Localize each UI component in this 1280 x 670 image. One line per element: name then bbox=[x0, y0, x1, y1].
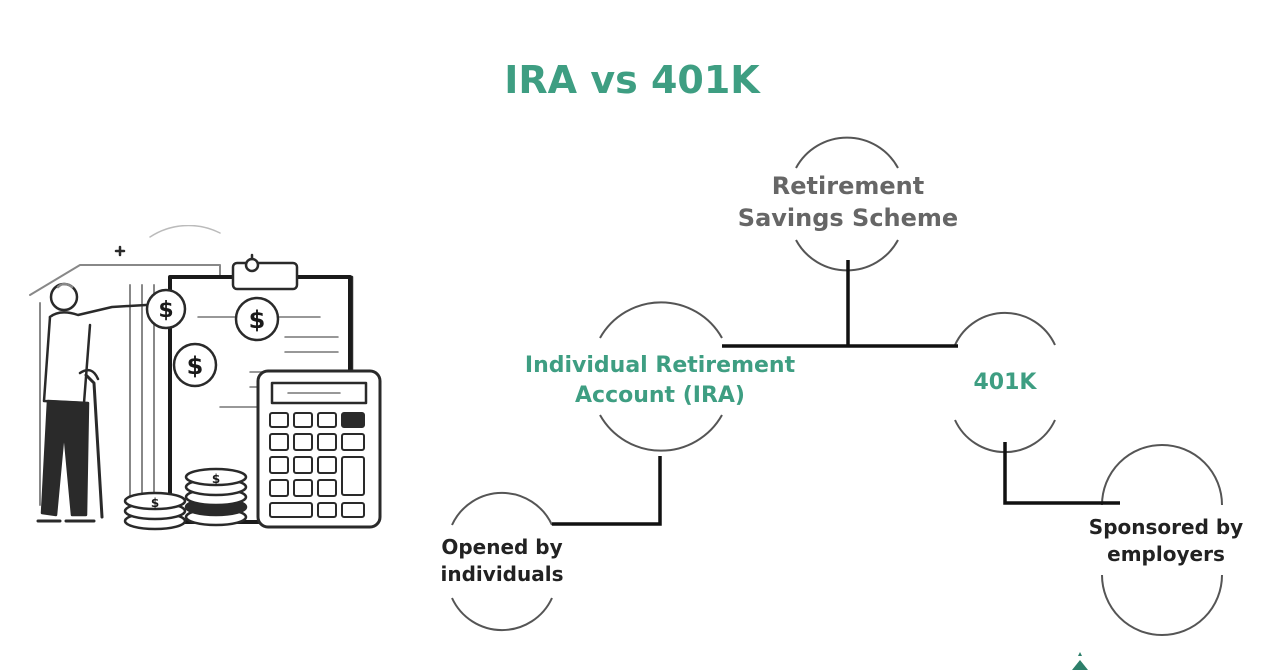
root-node-label-line2: Savings Scheme bbox=[737, 204, 959, 233]
svg-text:$: $ bbox=[187, 352, 204, 380]
svg-text:$: $ bbox=[158, 298, 173, 323]
calculator-icon bbox=[256, 369, 382, 529]
ira-child-label-line1: Opened by bbox=[441, 535, 563, 559]
k401-child-label-line2: employers bbox=[1107, 542, 1225, 566]
ira-node-label-line1: Individual Retirement bbox=[524, 353, 796, 378]
ira-node-label-line2: Account (IRA) bbox=[575, 382, 745, 408]
sparkle-icon bbox=[114, 225, 221, 257]
retirement-illustration: $ $ $ bbox=[29, 225, 382, 531]
k401-child-arc-top bbox=[1101, 444, 1223, 506]
ira-node-arc-bottom bbox=[599, 414, 723, 452]
root-node-arc-top bbox=[795, 136, 899, 169]
k401-child-connector bbox=[1003, 442, 1120, 505]
svg-text:$: $ bbox=[151, 496, 159, 510]
k401-child-node: Sponsored by employers bbox=[1080, 514, 1252, 568]
brand-logo-icon bbox=[1072, 652, 1088, 670]
ira-child-connector bbox=[552, 456, 662, 526]
ira-child-label-line2: individuals bbox=[440, 562, 564, 586]
coin-stack-icon: $ bbox=[184, 467, 248, 527]
page-title: IRA vs 401K bbox=[504, 58, 760, 102]
k401-child-arc-bottom bbox=[1101, 574, 1223, 636]
k401-node: 401K bbox=[940, 368, 1070, 398]
ira-node: Individual Retirement Account (IRA) bbox=[500, 351, 820, 410]
root-node-label-line1: Retirement bbox=[771, 172, 925, 200]
ira-child-arc-bottom bbox=[451, 597, 553, 632]
k401-node-arc-top bbox=[954, 311, 1056, 346]
k401-child-label-line1: Sponsored by bbox=[1088, 515, 1244, 539]
dollar-coin-icon: $ bbox=[234, 296, 280, 342]
k401-node-label: 401K bbox=[973, 370, 1037, 395]
dollar-coin-icon: $ bbox=[145, 288, 187, 330]
svg-text:$: $ bbox=[212, 472, 220, 486]
ira-child-node: Opened by individuals bbox=[420, 534, 584, 588]
ira-child-arc-top bbox=[451, 491, 553, 526]
root-node: Retirement Savings Scheme bbox=[718, 170, 978, 235]
dollar-coin-icon: $ bbox=[172, 342, 218, 388]
person-with-cane-icon bbox=[36, 282, 148, 523]
ira-node-arc-top bbox=[599, 301, 723, 339]
svg-text:$: $ bbox=[249, 306, 266, 334]
coin-stack-icon: $ bbox=[123, 491, 187, 531]
